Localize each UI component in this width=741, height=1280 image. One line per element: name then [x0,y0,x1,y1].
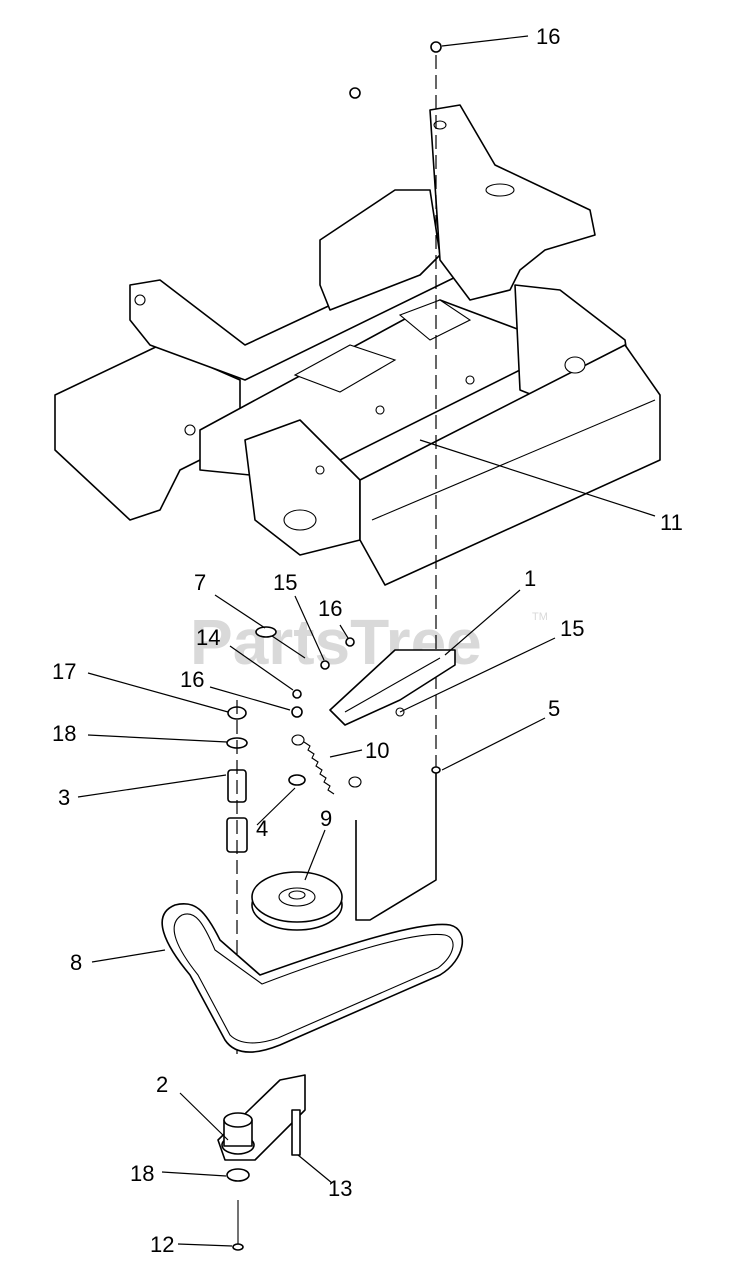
callout-13: 13 [328,1176,352,1201]
callout-17: 17 [52,659,76,684]
idler-bracket[interactable] [329,649,456,726]
frame-assembly[interactable] [54,104,661,586]
callout-15-left: 15 [273,570,297,595]
callout-7: 7 [194,570,206,595]
callout-16-top: 16 [536,24,560,49]
nut-16-lower[interactable] [291,706,303,718]
callout-16-lower: 16 [180,667,204,692]
bolt-16-bracket[interactable] [345,637,355,647]
callout-8: 8 [70,950,82,975]
callout-16-bracket: 16 [318,596,342,621]
pin-13[interactable] [291,1109,301,1156]
callout-5: 5 [548,696,560,721]
callout-14: 14 [196,625,220,650]
callout-4: 4 [256,816,268,841]
callout-1: 1 [524,566,536,591]
callout-10: 10 [365,738,389,763]
callout-18-upper: 18 [52,721,76,746]
tension-spring[interactable] [291,734,362,795]
idler-arm[interactable] [217,1074,306,1161]
idler-pulley[interactable] [251,871,343,931]
watermark-tm: TM [532,611,548,623]
control-rod[interactable] [355,770,437,921]
nut-top[interactable] [349,87,361,99]
callout-15-right: 15 [560,616,584,641]
drive-belt[interactable] [161,903,464,1053]
callout-11: 11 [660,510,683,535]
callout-12: 12 [150,1232,174,1257]
nut-15[interactable] [320,660,330,670]
bolt-16-top[interactable] [430,41,442,53]
pivot-rod[interactable] [255,626,306,659]
washer-4[interactable] [288,774,306,786]
callout-9: 9 [320,806,332,831]
washer-14[interactable] [292,689,302,699]
callout-3: 3 [58,785,70,810]
callout-18-lower: 18 [130,1161,154,1186]
washer-18-lower[interactable] [226,1168,250,1182]
callout-2: 2 [156,1072,168,1097]
